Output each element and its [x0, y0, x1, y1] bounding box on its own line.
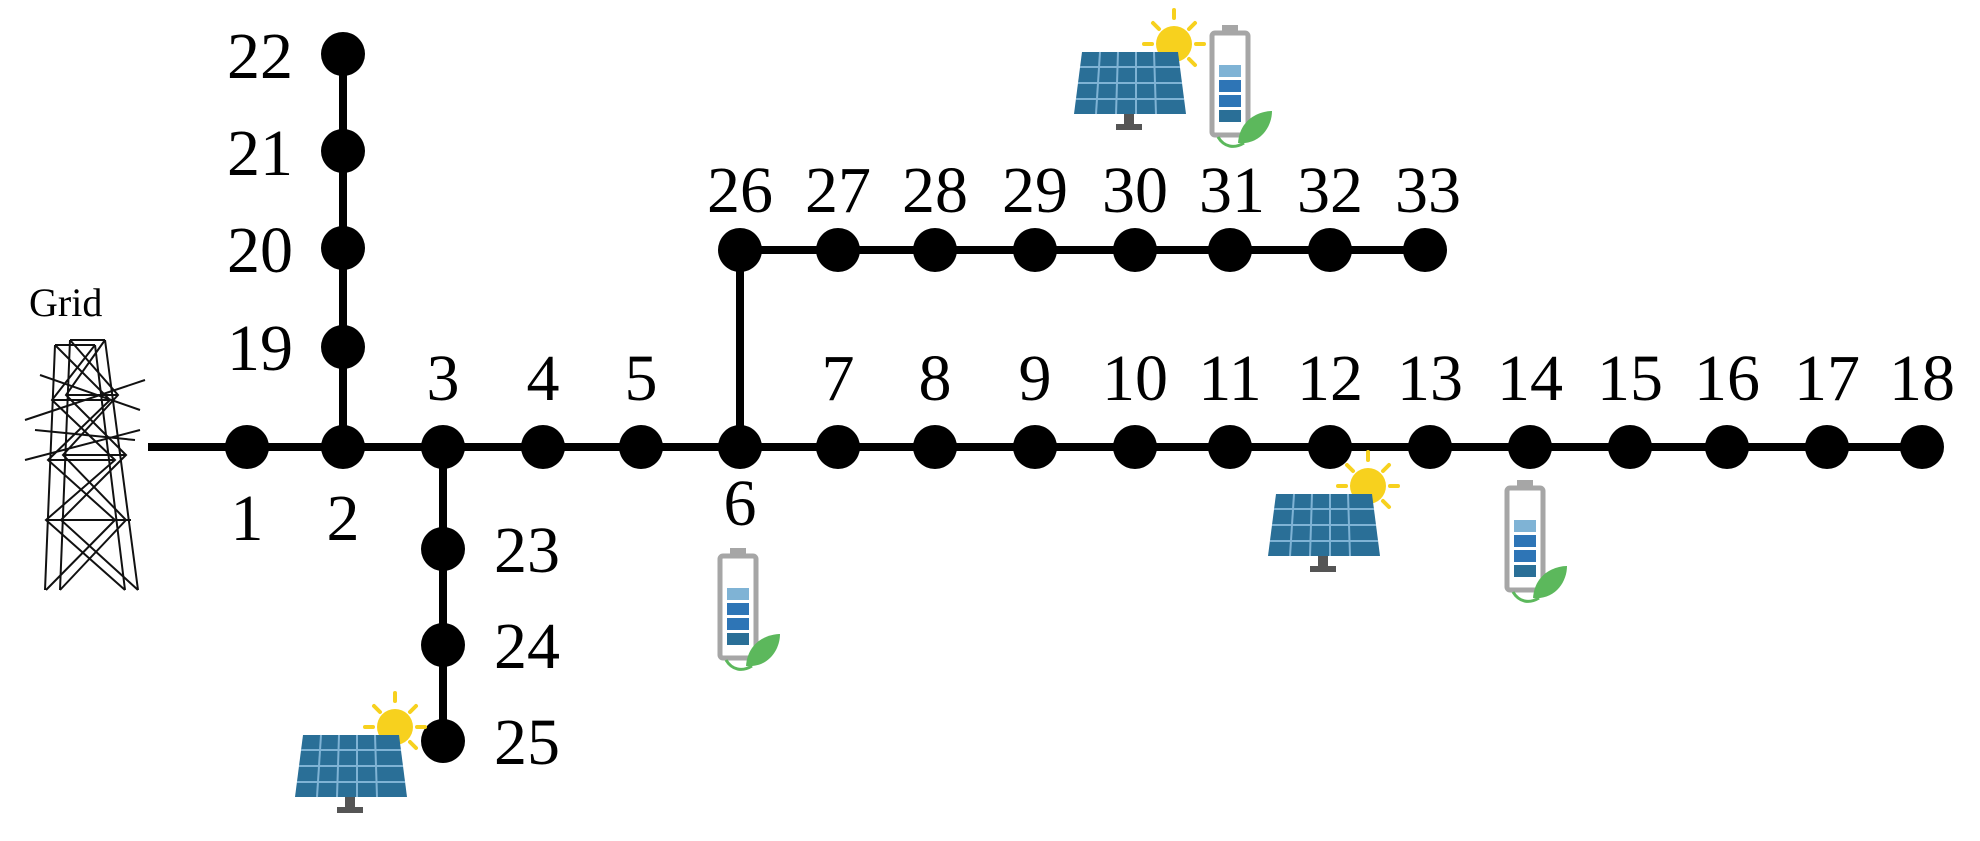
bus-node-30[interactable]: [1113, 228, 1157, 272]
bus-label-29: 29: [1002, 154, 1068, 227]
bus-label-25: 25: [494, 706, 560, 779]
bus-label-26: 26: [707, 154, 773, 227]
bus-node-9[interactable]: [1013, 425, 1057, 469]
bus-node-10[interactable]: [1113, 425, 1157, 469]
bus-node-27[interactable]: [816, 228, 860, 272]
bus-node-18[interactable]: [1900, 425, 1944, 469]
bus-node-22[interactable]: [321, 32, 365, 76]
bus-label-4: 4: [527, 342, 560, 415]
bus-node-17[interactable]: [1805, 425, 1849, 469]
bus-label-24: 24: [494, 610, 560, 683]
bus-label-23: 23: [494, 514, 560, 587]
bus-label-16: 16: [1694, 342, 1760, 415]
bus-label-6: 6: [724, 467, 757, 540]
bus-node-13[interactable]: [1408, 425, 1452, 469]
bus-node-3[interactable]: [421, 425, 465, 469]
bus-label-17: 17: [1794, 342, 1860, 415]
bus-label-1: 1: [231, 482, 264, 555]
bus-label-28: 28: [902, 154, 968, 227]
bus-label-20: 20: [227, 214, 293, 287]
bus-node-6[interactable]: [718, 425, 762, 469]
bus-node-33[interactable]: [1403, 228, 1447, 272]
bus-node-1[interactable]: [225, 425, 269, 469]
bus-label-15: 15: [1597, 342, 1663, 415]
bus-node-14[interactable]: [1508, 425, 1552, 469]
bus-nodes: [225, 32, 1944, 763]
battery-storage-icon: [1212, 25, 1272, 146]
bus-label-33: 33: [1395, 154, 1461, 227]
transmission-tower-icon: [24, 339, 146, 591]
bus-node-23[interactable]: [421, 527, 465, 571]
bus-label-11: 11: [1198, 342, 1262, 415]
bus-node-5[interactable]: [619, 425, 663, 469]
bus-label-12: 12: [1297, 342, 1363, 415]
bus-label-18: 18: [1889, 342, 1955, 415]
solar-panel-icon: [1072, 8, 1206, 132]
bus-label-2: 2: [327, 482, 360, 555]
bus-node-31[interactable]: [1208, 228, 1252, 272]
bus-label-9: 9: [1019, 342, 1052, 415]
bus-label-14: 14: [1497, 342, 1563, 415]
bus-node-4[interactable]: [521, 425, 565, 469]
solar-panel-icon: [1266, 450, 1400, 574]
battery-storage-icon: [720, 548, 780, 669]
bus-node-7[interactable]: [816, 425, 860, 469]
bus-label-22: 22: [227, 20, 293, 93]
bus-label-10: 10: [1102, 342, 1168, 415]
bus-label-8: 8: [919, 342, 952, 415]
grid-label: Grid: [29, 280, 102, 325]
bus-node-16[interactable]: [1705, 425, 1749, 469]
bus-label-19: 19: [227, 312, 293, 385]
bus-label-13: 13: [1397, 342, 1463, 415]
bus-label-5: 5: [625, 342, 658, 415]
bus-node-20[interactable]: [321, 226, 365, 270]
bus-node-21[interactable]: [321, 129, 365, 173]
bus-node-15[interactable]: [1608, 425, 1652, 469]
bus-node-25[interactable]: [421, 719, 465, 763]
bus-labels: 1 2 3 4 5 6 7 8 9 10 11 12 13 14 15 16 1…: [227, 20, 1955, 779]
bus-label-21: 21: [227, 117, 293, 190]
bus-node-24[interactable]: [421, 623, 465, 667]
battery-storage-icon: [1507, 480, 1567, 601]
bus-node-26[interactable]: [718, 228, 762, 272]
bus-label-32: 32: [1297, 154, 1363, 227]
bus-node-11[interactable]: [1208, 425, 1252, 469]
bus-node-29[interactable]: [1013, 228, 1057, 272]
bus-label-7: 7: [822, 342, 855, 415]
bus-node-28[interactable]: [913, 228, 957, 272]
bus-label-30: 30: [1102, 154, 1168, 227]
bus-label-31: 31: [1199, 154, 1265, 227]
bus-node-8[interactable]: [913, 425, 957, 469]
bus-node-2[interactable]: [321, 425, 365, 469]
bus-node-32[interactable]: [1308, 228, 1352, 272]
bus-label-3: 3: [427, 342, 460, 415]
bus-node-12[interactable]: [1308, 425, 1352, 469]
solar-panel-icon: [293, 691, 427, 815]
bus-label-27: 27: [805, 154, 871, 227]
bus-node-19[interactable]: [321, 325, 365, 369]
